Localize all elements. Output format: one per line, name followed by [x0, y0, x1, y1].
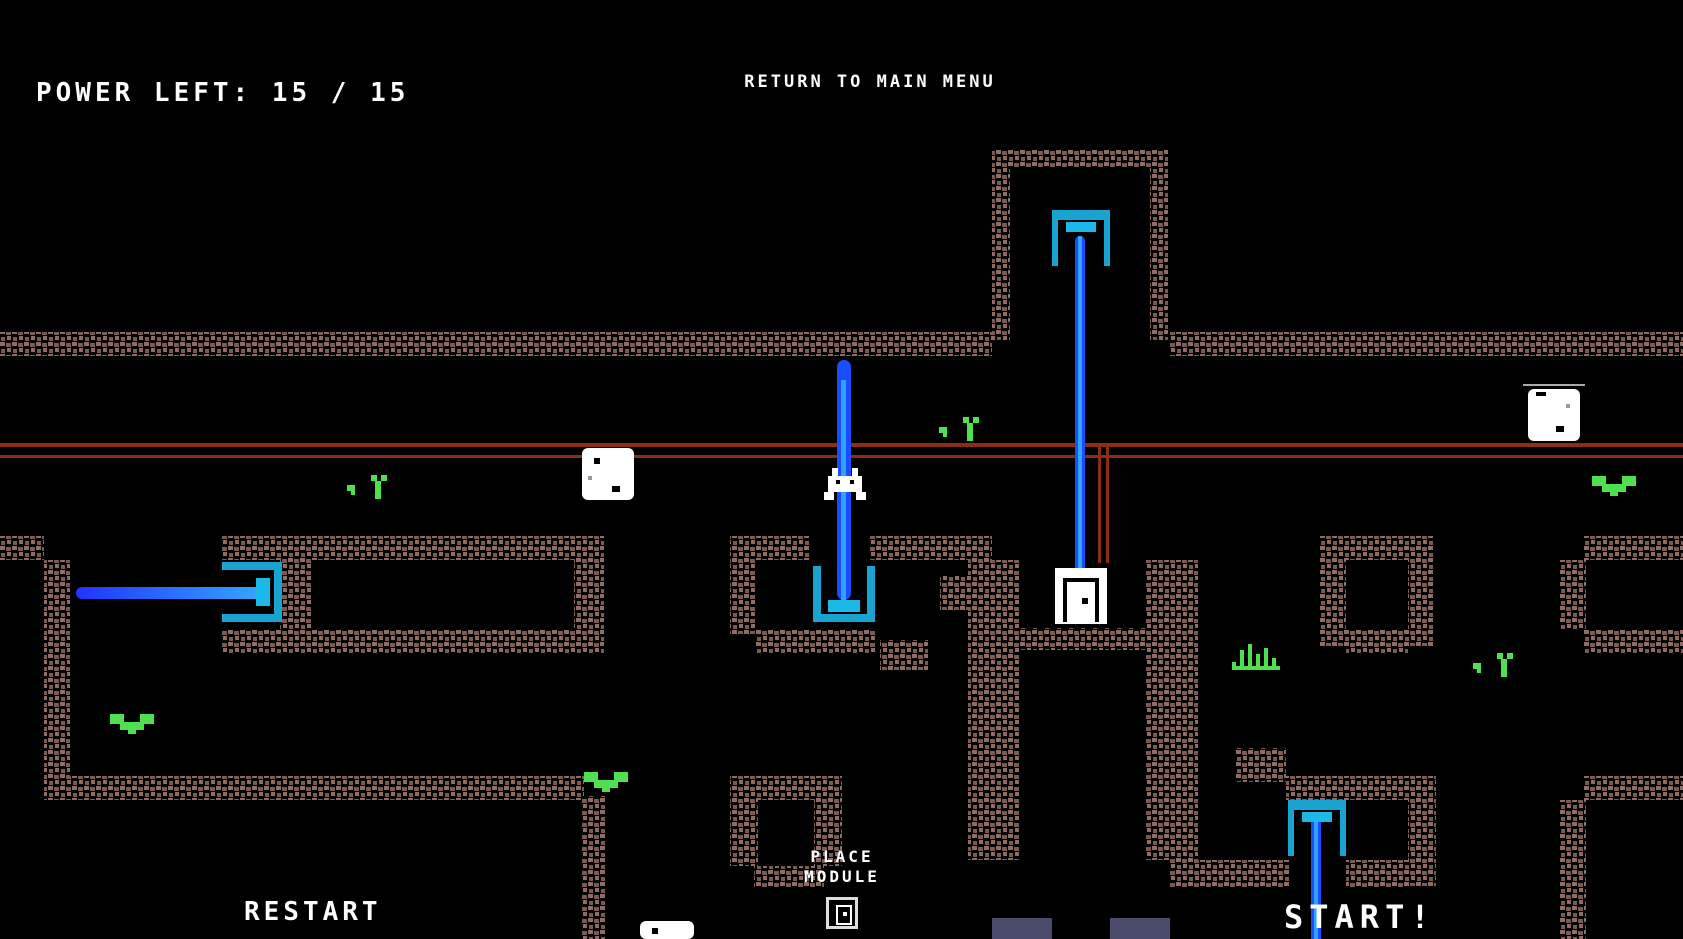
- far-right-lower-top: [1584, 776, 1683, 800]
- left-chamber-floor: [44, 776, 584, 800]
- pit-left-wall: [968, 560, 1020, 860]
- shaft-top: [992, 150, 1168, 168]
- right-nub: [1236, 748, 1286, 782]
- left-block-right: [574, 536, 604, 654]
- left-block-cap: [280, 560, 312, 630]
- far-right-lower-wall: [1560, 800, 1586, 939]
- leaf-pair-icon: [110, 714, 154, 734]
- left-block-top: [222, 536, 582, 560]
- laser-emitter-left-icon: [222, 562, 282, 622]
- laser-beam-left: [76, 587, 266, 599]
- mid-island-left: [730, 560, 756, 634]
- ceiling-left: [0, 332, 992, 356]
- brick-walls: [0, 150, 1683, 939]
- sprout-icon: [939, 417, 979, 441]
- ring-right-bottom: [1346, 630, 1408, 654]
- mid-island-bottom: [756, 630, 876, 654]
- grass-tuft-icon: [1232, 644, 1280, 670]
- sprout-icon: [1473, 653, 1513, 677]
- pit-top: [992, 628, 1168, 650]
- far-right-bottom: [1584, 630, 1683, 654]
- place-module-button[interactable]: [826, 897, 858, 929]
- pressure-pads: [992, 918, 1170, 939]
- laser-emitter-top-icon: [1052, 210, 1110, 266]
- laser-emitter-bottom-icon: [1288, 800, 1346, 856]
- crate-c-icon[interactable]: [640, 921, 694, 939]
- mid-nub: [880, 640, 928, 670]
- laser-emitter-cup-icon: [813, 566, 875, 622]
- player-character-icon[interactable]: [824, 468, 866, 500]
- mid-island-top-b: [870, 536, 992, 560]
- right-ledge-wall: [1408, 776, 1436, 886]
- sprout-icon: [347, 475, 387, 499]
- return-to-main-menu-button[interactable]: RETURN TO MAIN MENU: [744, 72, 996, 92]
- place-module-label: PLACE MODULE: [804, 847, 880, 886]
- plants: [110, 417, 1636, 792]
- ring-right-right: [1408, 536, 1434, 646]
- pit-right-wall: [1146, 560, 1198, 860]
- leaf-pair-icon: [584, 772, 628, 792]
- start-button[interactable]: START!: [1284, 898, 1436, 936]
- lower-ring-right: [814, 776, 842, 866]
- left-chamber-wall: [44, 560, 70, 800]
- crate-b-icon[interactable]: [1523, 384, 1585, 441]
- pit-right-floor: [1170, 860, 1290, 888]
- crate-a-icon[interactable]: [582, 448, 634, 500]
- right-ledge-bottom: [1346, 860, 1408, 888]
- power-left-label: POWER LEFT: 15 / 15: [36, 78, 410, 108]
- shaft-left: [992, 150, 1010, 340]
- lower-ring-bottom: [754, 866, 824, 888]
- restart-button[interactable]: RESTART: [244, 897, 382, 927]
- shaft-right: [1150, 150, 1168, 340]
- left-block-bottom: [222, 630, 582, 654]
- module-icon: [836, 905, 852, 925]
- lower-pillar: [582, 796, 606, 939]
- exit-door-icon[interactable]: [1055, 568, 1107, 624]
- ceiling-right: [1170, 332, 1683, 356]
- mid-island-top-a: [730, 536, 810, 560]
- ledge-far-left: [0, 536, 44, 560]
- far-right-left: [1560, 560, 1586, 630]
- leaf-pair-icon: [1592, 476, 1636, 496]
- far-right-top: [1584, 536, 1683, 560]
- ring-right-left: [1320, 536, 1346, 646]
